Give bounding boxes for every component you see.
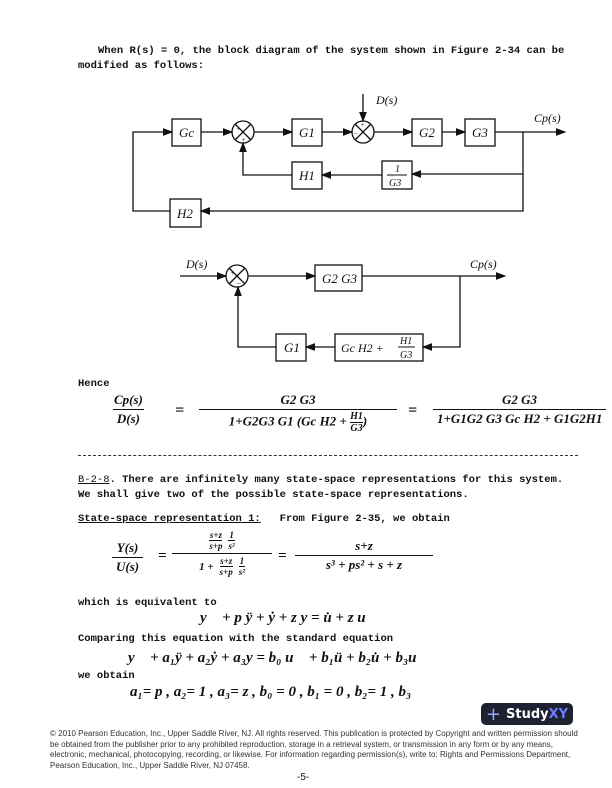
label-feedback-den: G3 [400,350,412,361]
page-number: -5- [297,772,310,783]
lhs-den: U(s) [112,557,144,575]
mid-num: G2 G3 [280,392,316,407]
section-divider [78,455,578,456]
problem-line-1: B-2-8. There are infinitely many state-s… [78,474,563,486]
rhs-num: G2 G3 [501,392,538,407]
label-output: Cp(s) [534,111,561,125]
label-input: D(s) [185,257,207,271]
label-disturbance: D(s) [375,93,397,107]
label-h1: H1 [298,168,315,183]
intro-line-2: modified as follows: [78,60,205,72]
rhs-den: s³ + ps² + s + z [295,555,433,573]
equals: = [408,402,418,419]
equation-differential: y⃛ + p ÿ + ẏ + z y = u̇ + z u [200,610,366,626]
equation-standard: y⃛ + a₁ÿ + a₂ẏ + a₃y = b₀ u⃛ + b₁ü + b₂u… [128,650,417,666]
equals: = [175,402,185,419]
label-inv-g3-num: 1 [395,164,400,175]
label-g3: G3 [472,125,488,140]
mid-den-frac-num: H1 [350,411,363,422]
label-g1: G1 [299,125,315,140]
block-diagram-1: D(s) Cp(s) Gc G1 G2 G3 H1 1 G3 H2 ++ +− [132,93,567,228]
lhs-num: Y(s) [116,540,139,555]
badge-xy: XY [548,706,569,722]
rep1-text: From Figure 2-35, we obtain [279,513,450,525]
rep1-heading: State-space representation 1: [78,513,261,525]
label-g1: G1 [284,340,300,355]
obtain-text: we obtain [78,670,135,682]
problem-text: . There are infinitely many state-space … [109,474,564,486]
n2: 1 [239,556,245,566]
intro-line-1: When R(s) = 0, the block diagram of the … [98,45,565,57]
problem-label: B-2-8 [78,474,110,486]
badge-study: Study [506,706,549,722]
label-feedback-num: H1 [399,336,412,347]
label-h2: H2 [176,206,193,221]
label-g2: G2 [419,125,435,140]
d1: s+p [219,566,233,577]
svg-text:−: − [236,279,241,288]
label-inv-g3-den: G3 [389,178,401,189]
svg-text:+: + [241,136,246,144]
one-plus: 1 + [199,560,214,573]
d2: s² [228,540,235,551]
n1: s+z [220,556,233,566]
comparing-text: Comparing this equation with the standar… [78,633,394,645]
mid-den-a: 1+G2G3 G1 (Gc H2 + [228,413,347,429]
rep1-line: State-space representation 1: From Figur… [78,513,450,525]
svg-text:+: + [360,121,365,129]
equation-coefficients: a₁= p , a₂= 1 , a₃= z , b₀ = 0 , b₁ = 0 … [130,684,412,700]
svg-text:+: + [230,269,235,277]
hence-text: Hence [78,378,110,390]
problem-line-2: We shall give two of the possible state-… [78,489,469,501]
lhs-num: Cp(s) [114,392,143,407]
n2: 1 [229,530,234,540]
mid-den-frac-den: G3 [350,422,363,434]
n1: s+z [209,530,222,540]
label-forward: G2 G3 [322,271,358,286]
lhs-den: D(s) [112,409,144,427]
svg-text:+: + [236,125,241,133]
svg-text:−: − [353,129,358,138]
d1: s+p [209,540,223,551]
label-gc: Gc [179,125,194,140]
d2: s² [238,566,245,577]
equivalent-text: which is equivalent to [78,597,217,609]
copyright-footer: © 2010 Pearson Education, Inc., Upper Sa… [50,729,578,770]
block-diagram-2: D(s) Cp(s) G2 G3 Gc H2 + H1 G3 G1 +− [180,257,507,362]
mid-den-b: ) [362,413,368,429]
rhs-num: s+z [355,538,373,553]
plus-icon: + [485,703,502,725]
label-output: Cp(s) [470,257,497,271]
rhs-den: 1+G1G2 G3 Gc H2 + G1G2H1 [433,409,606,427]
label-feedback-a: Gc H2 + [341,341,384,355]
